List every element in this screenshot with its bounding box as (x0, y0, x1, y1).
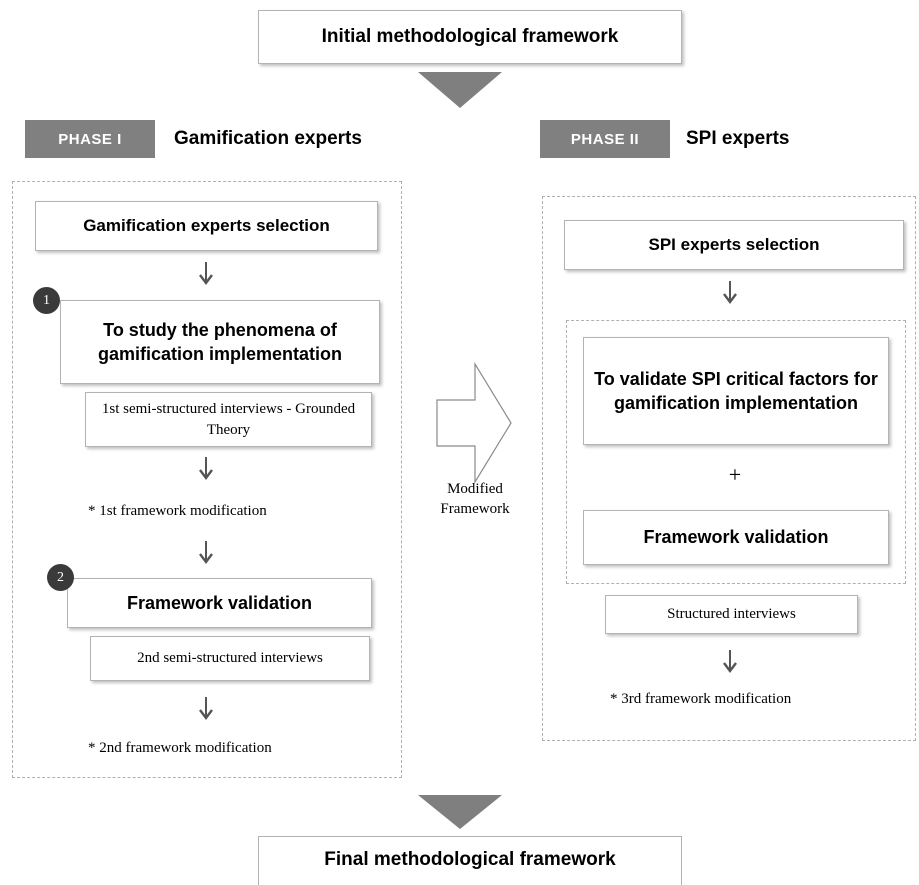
bottom-down-triangle-icon (418, 795, 502, 829)
phase2-note: * 3rd framework modification (610, 691, 792, 707)
gamification-selection-label: Gamification experts selection (83, 216, 330, 235)
phase2-badge: PHASE II (540, 120, 670, 158)
down-arrow-icon (199, 262, 213, 291)
step1-label: To study the phenomena of gamification i… (97, 319, 343, 364)
initial-framework-label: Initial methodological framework (321, 26, 619, 47)
down-arrow-icon (723, 281, 737, 310)
spi-validate-label: To validate SPI critical factors for gam… (594, 368, 878, 413)
spi-selection-box: SPI experts selection (564, 220, 904, 270)
spi-validate-box: To validate SPI critical factors for gam… (583, 337, 889, 445)
spi-framework-validation-label: Framework validation (643, 527, 829, 547)
final-framework-label: Final methodological framework (324, 849, 616, 870)
initial-framework-box: Initial methodological framework (258, 10, 682, 64)
phase2-badge-label: PHASE II (570, 130, 640, 148)
step2-box: Framework validation (67, 578, 372, 628)
step1-method-box: 1st semi-structured interviews - Grounde… (85, 392, 372, 447)
step2-number: 2 (57, 569, 64, 585)
phase1-badge: PHASE I (25, 120, 155, 158)
down-arrow-icon (199, 697, 213, 726)
step1-method-label: 1st semi-structured interviews - Grounde… (101, 401, 356, 438)
step1-note: * 1st framework modification (88, 503, 267, 519)
phase1-title: Gamification experts (174, 128, 362, 149)
step2-label: Framework validation (126, 592, 313, 613)
gamification-selection-box: Gamification experts selection (35, 201, 378, 251)
spi-framework-validation-box: Framework validation (583, 510, 889, 565)
structured-interviews-box: Structured interviews (605, 595, 858, 634)
step1-box: To study the phenomena of gamification i… (60, 300, 380, 384)
phase2-inner-container (566, 320, 906, 584)
step2-number-badge: 2 (47, 564, 74, 591)
modified-framework-label: Modified Framework (440, 481, 510, 517)
down-arrow-icon (199, 541, 213, 570)
step2-note: * 2nd framework modification (88, 740, 272, 756)
spi-selection-label: SPI experts selection (648, 235, 820, 254)
structured-interviews-label: Structured interviews (667, 606, 796, 622)
step1-number-badge: 1 (33, 287, 60, 314)
top-down-triangle-icon (418, 72, 502, 108)
right-hollow-arrow-icon (436, 361, 512, 485)
step2-method-label: 2nd semi-structured interviews (137, 650, 323, 666)
plus-icon: + (728, 462, 742, 487)
down-arrow-icon (723, 650, 737, 679)
phase2-container (542, 196, 916, 741)
phase1-badge-label: PHASE I (58, 130, 122, 148)
phase1-container (12, 181, 402, 778)
phase2-title: SPI experts (686, 128, 790, 149)
step1-number: 1 (43, 292, 50, 308)
final-framework-box: Final methodological framework (258, 836, 682, 885)
step2-method-box: 2nd semi-structured interviews (90, 636, 370, 681)
down-arrow-icon (199, 457, 213, 486)
